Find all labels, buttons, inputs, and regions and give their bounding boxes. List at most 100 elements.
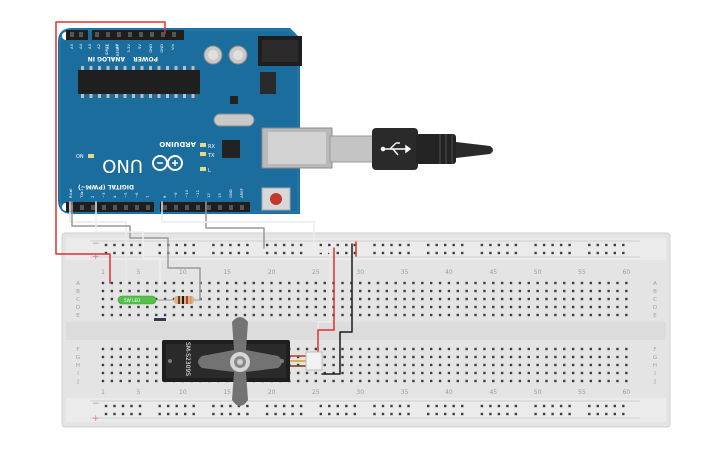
servo-motor[interactable]: SM-S2309S (162, 317, 323, 406)
digital-pin-label: ~3 (101, 192, 106, 198)
analog-pin-label: A3 (87, 43, 92, 49)
column-number: 35 (401, 269, 409, 276)
bottom-rail-plus: + (92, 414, 100, 424)
atmega-chip (78, 66, 200, 98)
column-number: 10 (179, 269, 187, 276)
digital-pin-label: 2 (90, 195, 95, 198)
wire-servo-red[interactable] (317, 247, 335, 361)
short-jumper (154, 318, 166, 321)
column-number: 30 (356, 389, 364, 396)
voltage-regulator (260, 72, 276, 94)
wire-white-1[interactable] (69, 201, 127, 286)
power-pin-label: GND (148, 44, 153, 53)
breadboard-holes (101, 243, 628, 416)
column-number: 35 (401, 389, 409, 396)
column-number: 5 (137, 269, 141, 276)
column-number: 50 (534, 269, 542, 276)
row-letter: F (76, 347, 79, 353)
usb-chip (222, 140, 240, 158)
tx-led (200, 152, 206, 156)
analog-pin-label: A1 (105, 43, 110, 49)
l-label: L (208, 168, 211, 174)
servo-connector (305, 351, 323, 371)
top-rail-plus: + (92, 252, 100, 262)
column-number: 55 (578, 389, 586, 396)
bottom-rail-minus: − (92, 399, 100, 409)
column-number: 15 (223, 269, 231, 276)
column-number: 50 (534, 389, 542, 396)
power-pin-label: Vin (170, 43, 175, 50)
reset-button[interactable] (261, 187, 291, 211)
column-number: 25 (312, 389, 320, 396)
breadboard: 1155101015152020252530303535404045455050… (61, 232, 671, 428)
row-letter: B (76, 289, 80, 295)
column-number: 40 (445, 269, 453, 276)
column-number: 15 (223, 389, 231, 396)
usb-cable[interactable] (329, 128, 493, 170)
infinity-logo (152, 155, 183, 171)
column-number: 60 (623, 269, 631, 276)
row-letter: I (654, 371, 656, 377)
resistor[interactable] (166, 296, 200, 304)
wire-gray-2[interactable] (205, 201, 265, 249)
row-letter: D (653, 305, 657, 311)
power-pin-label: 5V (137, 44, 142, 49)
servo-mount-hole (280, 359, 284, 363)
usb-connector (261, 127, 333, 169)
digital-pin-label: AREF (239, 188, 244, 198)
digital-pin-label: TX▸1 (79, 188, 84, 199)
digital-pin-label: RX◂0 (68, 188, 73, 198)
wire-5v-red[interactable] (55, 21, 166, 284)
arduino-brand: ARDUINO (159, 140, 196, 148)
column-number: 55 (578, 269, 586, 276)
row-letter: E (653, 313, 657, 319)
led[interactable]: 5W LED (117, 295, 170, 305)
digital-pin-label: ~9 (173, 192, 178, 198)
crystal-oscillator (213, 113, 255, 127)
digital-pin-label: 12 (206, 193, 211, 198)
column-number: 1 (101, 389, 105, 396)
wire-servo-black[interactable] (321, 243, 353, 375)
row-letter: J (653, 379, 656, 385)
rx-led (200, 143, 206, 147)
wire-gray-1[interactable] (71, 201, 201, 301)
usb-symbol-icon (380, 142, 412, 156)
digital-pin-label: 4 (112, 195, 117, 198)
top-rail-minus: − (92, 239, 100, 249)
row-letter: A (76, 281, 80, 287)
led-label: 5W LED (124, 298, 140, 303)
power-pin-label: 3.3V (126, 44, 131, 53)
row-letter: E (76, 313, 80, 319)
tx-label: TX (207, 153, 215, 159)
column-numbers: 1155101015152020252530303535404045455050… (101, 269, 630, 396)
analog-pin-label: A4 (78, 43, 83, 49)
arduino-uno-board[interactable]: POWER ANALOG IN ARDUINO UNO DIGITAL (PWM… (58, 28, 333, 214)
column-number: 45 (489, 269, 497, 276)
on-led (88, 154, 94, 158)
digital-pin-label: ~6 (134, 192, 139, 198)
servo-label: SM-S2309S (184, 342, 191, 376)
row-letter: J (76, 379, 79, 385)
column-number: 5 (137, 389, 141, 396)
analog-pin-label: A2 (96, 43, 101, 49)
power-pin-label: RESET (115, 43, 120, 56)
power-pin-label: GND (159, 44, 164, 53)
l-led (200, 167, 206, 171)
digital-header-left (66, 202, 154, 212)
wire-white-2[interactable] (95, 201, 161, 286)
row-letter: H (653, 363, 657, 369)
wire-white-3[interactable] (161, 201, 331, 359)
column-number: 25 (312, 269, 320, 276)
digital-pin-label: ~11 (195, 189, 200, 198)
row-letter: G (653, 355, 657, 361)
row-letter: C (76, 297, 80, 303)
row-letter: B (653, 289, 657, 295)
row-letter: A (653, 281, 657, 287)
digital-pin-label: 8 (162, 195, 167, 198)
on-label: ON (76, 154, 84, 160)
column-number: 45 (489, 389, 497, 396)
servo-mount-hole (168, 359, 172, 363)
column-number: 1 (101, 269, 105, 276)
